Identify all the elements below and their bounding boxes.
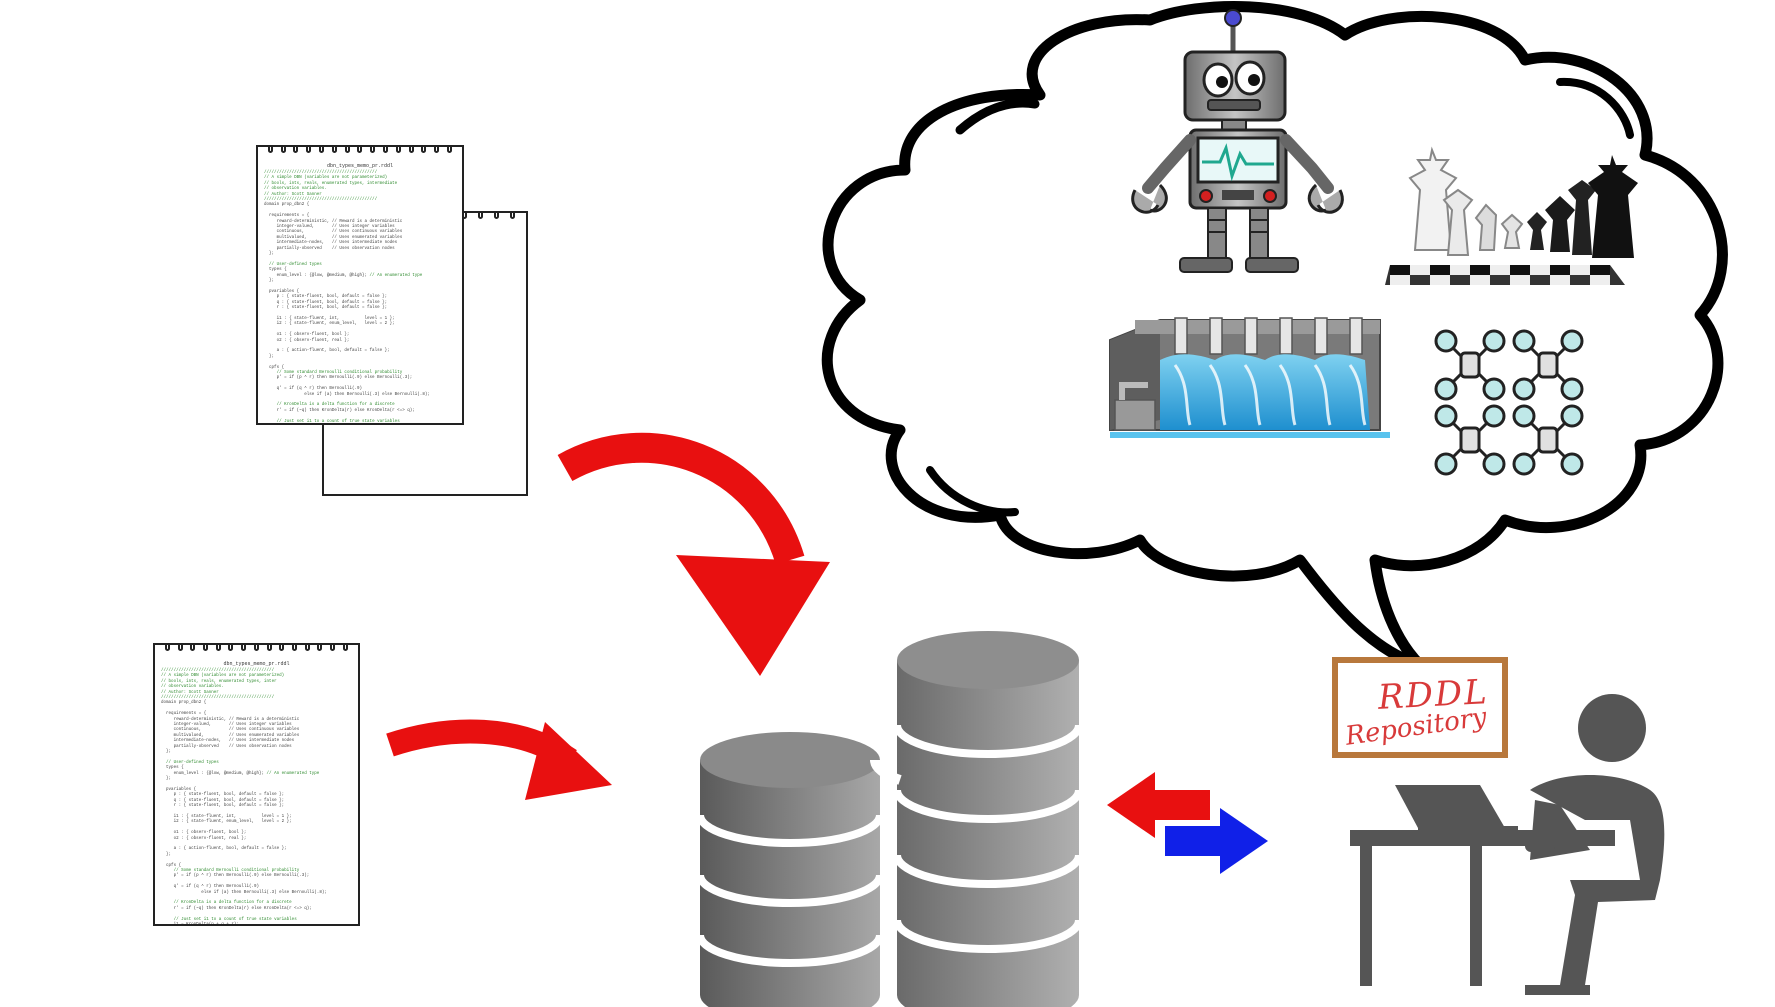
- arrow-left-red: [1107, 772, 1210, 838]
- code-text-block: ////////////////////////////////////////…: [161, 669, 327, 926]
- code-sheet-top: dbn_types_memo_pr.rddl /////////////////…: [256, 145, 464, 425]
- code-sheet-filename: dbn_types_memo_pr.rddl: [223, 661, 290, 667]
- database-icon-back: [869, 631, 1083, 1007]
- drones-icon: [1434, 329, 1584, 476]
- robot-icon: [1131, 9, 1344, 273]
- dam-icon: [1109, 317, 1390, 438]
- chess-icon: [1385, 146, 1638, 285]
- code-sheet-bottom: dbn_types_memo_pr.rddl /////////////////…: [153, 643, 360, 926]
- spiral-binding: [258, 147, 462, 155]
- arrow-to-database-bottom: [386, 719, 612, 800]
- thought-bubble: [821, 1, 1728, 671]
- code-text-block: ////////////////////////////////////////…: [264, 171, 430, 424]
- arrow-to-database-top: [557, 432, 830, 676]
- spiral-binding: [155, 645, 358, 653]
- database-icon-front: [696, 732, 884, 1007]
- arrow-right-blue: [1165, 808, 1268, 874]
- code-sheet-filename: dbn_types_memo_pr.rddl: [326, 163, 393, 169]
